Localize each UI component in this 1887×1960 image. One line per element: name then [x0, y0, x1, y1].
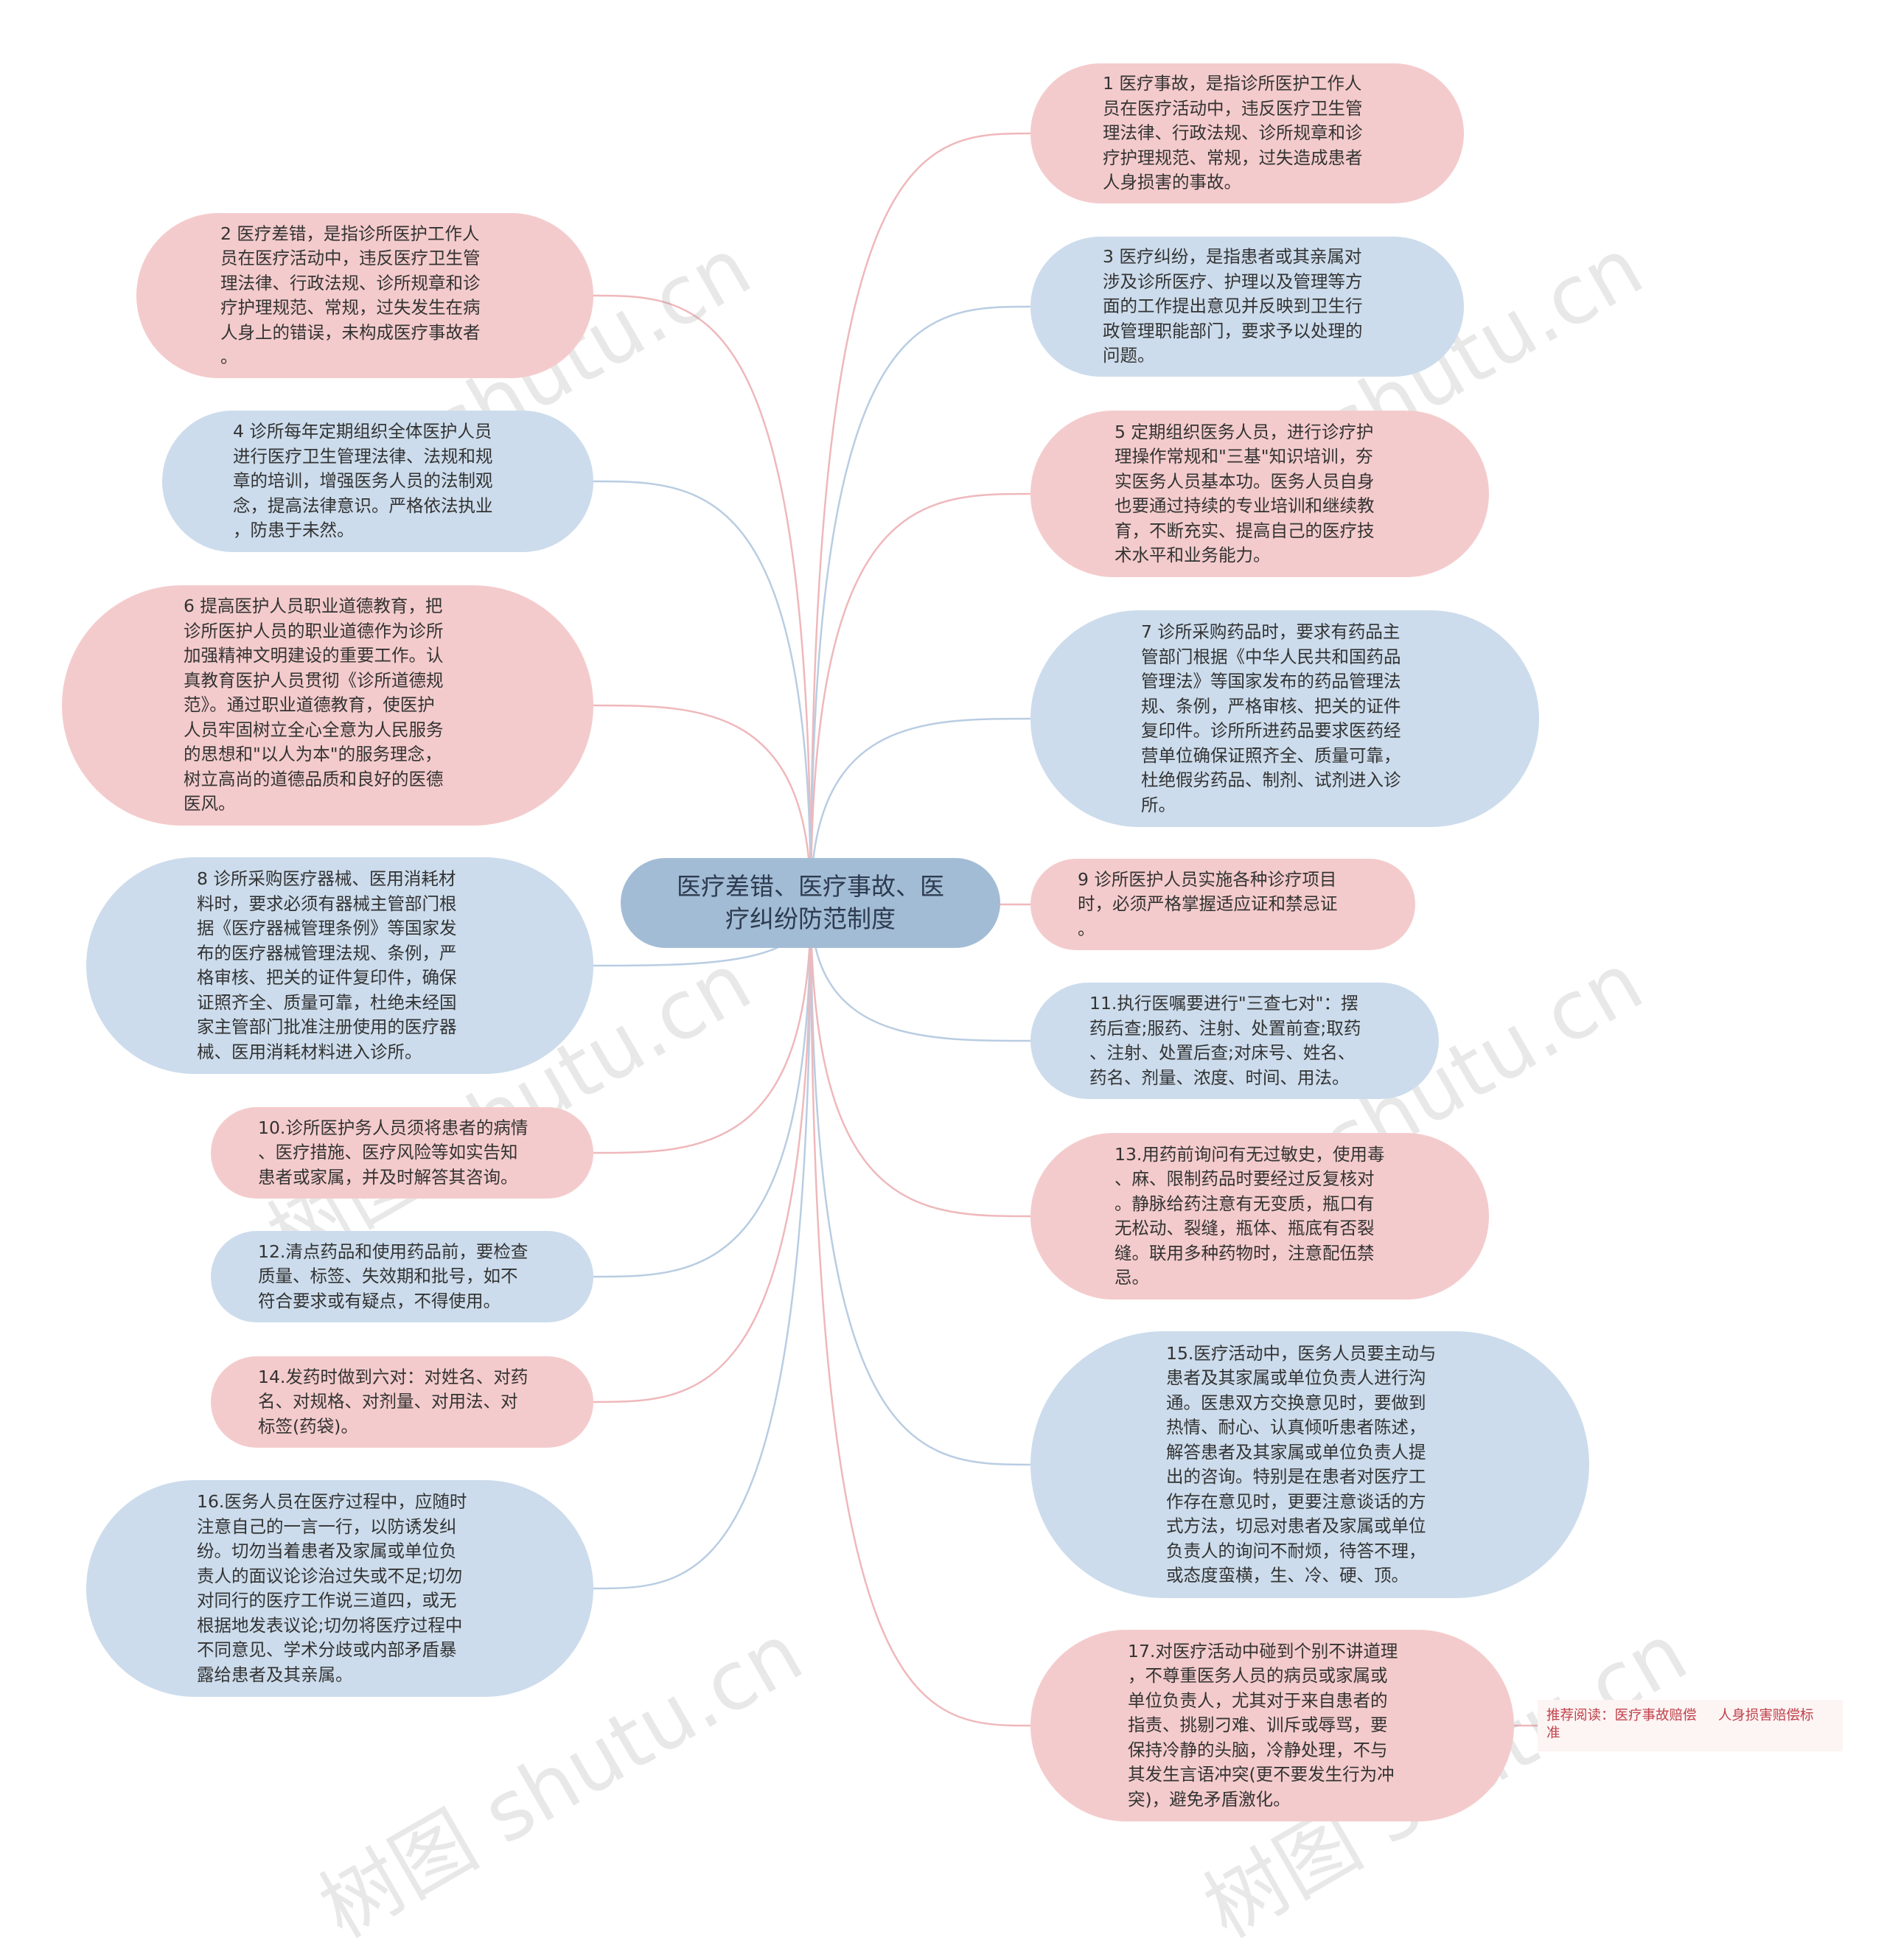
- topic-node-text: 11.执行医嘱要进行"三查七对"：摆 药后查;服药、注射、处置前查;取药 、注射…: [1089, 993, 1361, 1088]
- topic-node-10[interactable]: 10.诊所医护务人员须将患者的病情 、医疗措施、医疗风险等如实告知 患者或家属，…: [211, 1107, 593, 1199]
- topic-node-text: 12.清点药品和使用药品前，要检查 质量、标签、失效期和批号，如不 符合要求或有…: [258, 1241, 529, 1311]
- connector-line: [593, 902, 812, 1590]
- topic-node-4[interactable]: 4 诊所每年定期组织全体医护人员 进行医疗卫生管理法律、法规和规 章的培训，增强…: [162, 411, 593, 552]
- topic-node-11[interactable]: 11.执行医嘱要进行"三查七对"：摆 药后查;服药、注射、处置前查;取药 、注射…: [1030, 983, 1439, 1099]
- connector-line: [809, 492, 1031, 904]
- topic-node-text: 1 医疗事故，是指诊所医护工作人 员在医疗活动中，违反医疗卫生管 理法律、行政法…: [1103, 73, 1363, 193]
- connector-line: [809, 902, 1031, 1466]
- recommended-reading-text: 推荐阅读：医疗事故赔偿 人身损害赔偿标 准: [1546, 1708, 1814, 1741]
- topic-node-text: 14.发药时做到六对：对姓名、对药 名、对规格、对剂量、对用法、对 标签(药袋)…: [258, 1366, 529, 1437]
- connector-line: [809, 305, 1031, 904]
- connector-line: [809, 717, 1031, 904]
- topic-node-text: 16.医务人员在医疗过程中，应随时 注意自己的一言一行，以防诱发纠 纷。切勿当着…: [197, 1491, 467, 1685]
- connector-line: [593, 902, 812, 1403]
- topic-node-text: 7 诊所采购药品时，要求有药品主 管部门根据《中华人民共和国药品 管理法》等国家…: [1141, 621, 1401, 815]
- topic-node-8[interactable]: 8 诊所采购医疗器械、医用消耗材 料时，要求必须有器械主管部门根 据《医疗器械管…: [86, 857, 593, 1074]
- topic-node-text: 3 医疗纠纷，是指患者或其亲属对 涉及诊所医疗、护理以及管理等方 面的工作提出意…: [1103, 246, 1363, 366]
- recommended-reading-link[interactable]: 推荐阅读：医疗事故赔偿 人身损害赔偿标 准: [1538, 1700, 1843, 1751]
- central-topic-label: 医疗差错、医疗事故、医 疗纠纷防范制度: [677, 872, 944, 933]
- topic-node-14[interactable]: 14.发药时做到六对：对姓名、对药 名、对规格、对剂量、对用法、对 标签(药袋)…: [211, 1356, 593, 1448]
- connector-line: [593, 480, 812, 904]
- connector-line: [593, 704, 812, 904]
- topic-node-text: 17.对医疗活动中碰到个别不讲道理 ，不尊重医务人员的病员或家属或 单位负责人，…: [1128, 1640, 1398, 1810]
- topic-node-text: 5 定期组织医务人员，进行诊疗护 理操作常规和"三基"知识培训，夯 实医务人员基…: [1115, 421, 1375, 566]
- connector-line: [809, 902, 1031, 1727]
- topic-node-text: 2 医疗差错，是指诊所医护工作人 员在医疗活动中，违反医疗卫生管 理法律、行政法…: [220, 223, 481, 368]
- connector-lines: [593, 132, 1538, 1727]
- topic-node-text: 4 诊所每年定期组织全体医护人员 进行医疗卫生管理法律、法规和规 章的培训，增强…: [233, 421, 493, 541]
- topic-node-6[interactable]: 6 提高医护人员职业道德教育，把 诊所医护人员的职业道德作为诊所 加强精神文明建…: [62, 585, 593, 826]
- topic-node-1[interactable]: 1 医疗事故，是指诊所医护工作人 员在医疗活动中，违反医疗卫生管 理法律、行政法…: [1030, 63, 1464, 203]
- topic-node-15[interactable]: 15.医疗活动中，医务人员要主动与 患者及其家属或单位负责人进行沟 通。医患双方…: [1030, 1331, 1589, 1598]
- topic-node-7[interactable]: 7 诊所采购药品时，要求有药品主 管部门根据《中华人民共和国药品 管理法》等国家…: [1030, 610, 1539, 827]
- connector-line: [809, 902, 1031, 1042]
- connector-line: [593, 294, 812, 904]
- topic-node-text: 9 诊所医护人员实施各种诊疗项目 时，必须严格掌握适应证和禁忌证 。: [1078, 868, 1338, 939]
- connector-line: [593, 902, 812, 1278]
- topic-node-3[interactable]: 3 医疗纠纷，是指患者或其亲属对 涉及诊所医疗、护理以及管理等方 面的工作提出意…: [1030, 237, 1464, 377]
- topic-node-16[interactable]: 16.医务人员在医疗过程中，应随时 注意自己的一言一行，以防诱发纠 纷。切勿当着…: [86, 1480, 593, 1697]
- topic-node-text: 6 提高医护人员职业道德教育，把 诊所医护人员的职业道德作为诊所 加强精神文明建…: [184, 596, 444, 815]
- topic-node-text: 15.医疗活动中，医务人员要主动与 患者及其家属或单位负责人进行沟 通。医患双方…: [1166, 1342, 1437, 1586]
- connector-line: [809, 132, 1031, 904]
- topic-node-text: 8 诊所采购医疗器械、医用消耗材 料时，要求必须有器械主管部门根 据《医疗器械管…: [197, 868, 457, 1062]
- topic-node-17[interactable]: 17.对医疗活动中碰到个别不讲道理 ，不尊重医务人员的病员或家属或 单位负责人，…: [1030, 1630, 1514, 1821]
- connector-line: [809, 902, 1031, 1218]
- central-topic[interactable]: 医疗差错、医疗事故、医 疗纠纷防范制度: [621, 858, 1000, 948]
- connector-line: [593, 902, 812, 1154]
- topic-node-9[interactable]: 9 诊所医护人员实施各种诊疗项目 时，必须严格掌握适应证和禁忌证 。: [1030, 859, 1415, 950]
- topic-node-2[interactable]: 2 医疗差错，是指诊所医护工作人 员在医疗活动中，违反医疗卫生管 理法律、行政法…: [136, 213, 593, 378]
- topic-node-13[interactable]: 13.用药前询问有无过敏史，使用毒 、麻、限制药品时要经过反复核对 。静脉给药注…: [1030, 1133, 1489, 1300]
- topic-node-text: 13.用药前询问有无过敏史，使用毒 、麻、限制药品时要经过反复核对 。静脉给药注…: [1115, 1143, 1385, 1288]
- topic-node-12[interactable]: 12.清点药品和使用药品前，要检查 质量、标签、失效期和批号，如不 符合要求或有…: [211, 1231, 593, 1322]
- topic-node-text: 10.诊所医护务人员须将患者的病情 、医疗措施、医疗风险等如实告知 患者或家属，…: [258, 1117, 529, 1187]
- topic-node-5[interactable]: 5 定期组织医务人员，进行诊疗护 理操作常规和"三基"知识培训，夯 实医务人员基…: [1030, 411, 1489, 577]
